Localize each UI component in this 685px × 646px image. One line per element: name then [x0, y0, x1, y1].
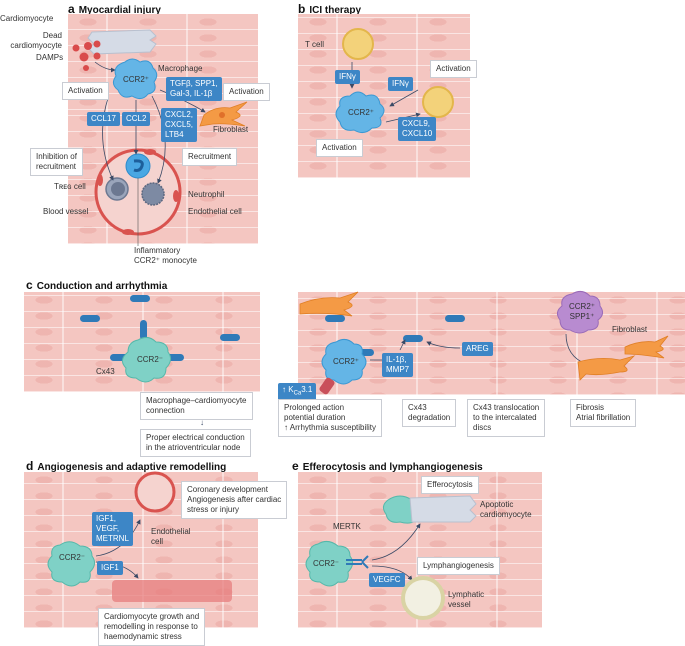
tag-vegfc: VEGFC: [369, 573, 405, 587]
callout-prolonged: Prolonged action potential duration ↑ Ar…: [278, 399, 383, 437]
label-apoptotic: Apoptotic cardiomyocyte: [480, 500, 532, 519]
label-endothelial-d: Endothelial cell: [151, 527, 191, 546]
tag-ccl2: CCL2: [122, 112, 151, 126]
panel-e-tissue: [298, 472, 542, 628]
tag-il1b: IL-1β, MMP7: [382, 353, 414, 377]
callout-inhibition: Inhibition of recruitment: [30, 148, 83, 176]
panel-letter: a: [68, 2, 75, 16]
label-mertk: MERTK: [333, 522, 361, 531]
tag-ifng-left: IFNγ: [335, 70, 360, 84]
panel-letter: e: [292, 459, 299, 473]
panel-letter: d: [26, 459, 34, 473]
tag-igf1: IGF1: [97, 561, 123, 575]
tag-kca-suffix: 3.1: [301, 385, 313, 394]
label-blood-vessel: Blood vessel: [43, 207, 89, 216]
callout-conduction: Proper electrical conduction in the atri…: [140, 429, 251, 457]
label-cardiomyocyte: Cardiomyocyte: [0, 14, 54, 23]
label-macrophage: Macrophage: [158, 64, 203, 73]
label-fibroblast-c: Fibroblast: [612, 325, 648, 334]
tag-cxcl: CXCL2, CXCL5, LTB4: [161, 108, 198, 142]
callout-degradation: Cx43 degradation: [402, 399, 457, 427]
label-treg-cell: Tʀᴇɢ cell: [54, 182, 86, 191]
callout-translocation: Cx43 translocation to the intercalated d…: [467, 399, 546, 437]
label-ccr2-pos-c: CCR2⁺: [333, 357, 360, 366]
callout-activation-right: Activation: [223, 83, 270, 101]
label-t-cell: T cell: [305, 40, 324, 49]
label-neutrophil: Neutrophil: [188, 190, 225, 199]
label-damps: DAMPs: [36, 53, 64, 62]
panel-letter: c: [26, 278, 33, 292]
tag-areg: AREG: [462, 342, 493, 356]
tag-ccl17: CCL17: [87, 112, 120, 126]
label-ccr2-macrophage: CCR2⁺: [123, 75, 150, 84]
label-ccr2-e: CCR2⁻: [313, 559, 340, 568]
callout-fibrosis: Fibrosis Atrial fibrillation: [570, 399, 637, 427]
tag-igf-vegf: IGF1, VEGF, METRNL: [92, 512, 133, 546]
panel-title-text: Angiogenesis and adaptive remodelling: [37, 462, 227, 473]
tag-kca: ↑ KCa3.1: [278, 383, 317, 401]
callout-efferocytosis: Efferocytosis: [421, 476, 479, 494]
tag-ifng-right: IFNγ: [388, 77, 413, 91]
label-ccr2-d: CCR2⁻: [59, 553, 86, 562]
label-monocyte: Inflammatory CCR2⁺ monocyte: [134, 246, 197, 265]
label-fibroblast: Fibroblast: [213, 125, 249, 134]
label-ccr2-neg: CCR2⁻: [137, 355, 164, 364]
label-dead-cardiomyocyte: Dead cardiomyocyte: [10, 31, 62, 50]
callout-connection: Macrophage–cardiomyocyte connection: [140, 392, 253, 420]
tag-tgfb: TGFβ, SPP1, Gal-3, IL-1β: [166, 77, 222, 101]
tag-cxcl9: CXCL9, CXCL10: [398, 117, 437, 141]
callout-activation-top: Activation: [430, 60, 477, 78]
label-lymphatic: Lymphatic vessel: [448, 590, 485, 609]
label-cx43: Cx43: [96, 367, 115, 376]
callout-activation-left: Activation: [62, 82, 109, 100]
callout-activation-bottom: Activation: [316, 139, 363, 157]
panel-c-left-tissue: [24, 292, 260, 392]
panel-title-text: Efferocytosis and lymphangiogenesis: [302, 462, 483, 473]
callout-coronary: Coronary development Angiogenesis after …: [181, 481, 288, 519]
panel-title-text: Conduction and arrhythmia: [36, 281, 168, 292]
tag-kca-sub: Ca: [293, 390, 302, 397]
callout-lymphangiogenesis: Lymphangiogenesis: [417, 557, 500, 575]
tag-kca-prefix: ↑ K: [282, 385, 294, 394]
callout-growth: Cardiomyocyte growth and remodelling in …: [98, 608, 206, 646]
label-ccr2-spp1: CCR2⁺ SPP1⁺: [569, 302, 596, 321]
callout-recruitment: Recruitment: [182, 148, 238, 166]
panel-title-text: Myocardial injury: [78, 5, 161, 16]
label-endothelial-cell: Endothelial cell: [188, 207, 242, 216]
panel-title-text: ICI therapy: [309, 5, 362, 16]
arrow-down-icon: ↓: [200, 418, 204, 427]
panel-letter: b: [298, 2, 306, 16]
label-ccr2-b: CCR2⁺: [348, 108, 375, 117]
